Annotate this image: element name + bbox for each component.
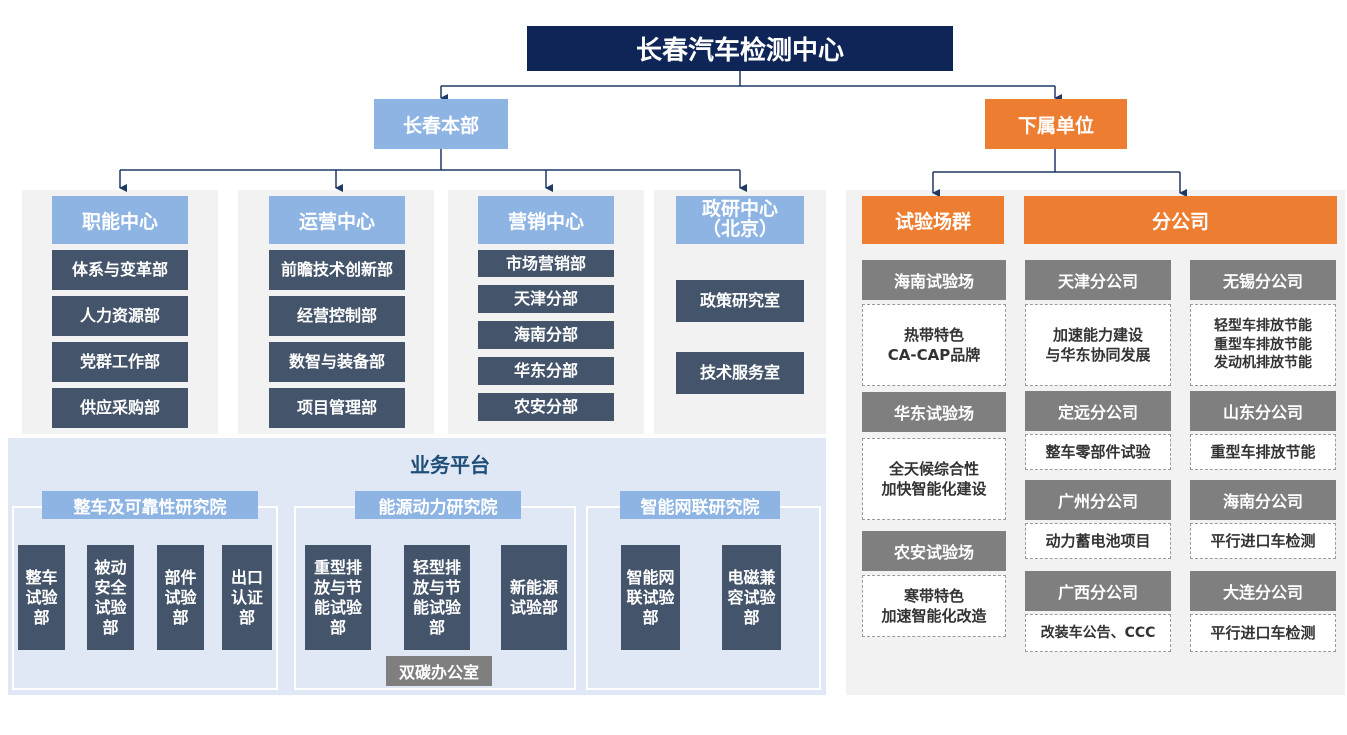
branch-name: 广西分公司 [1025, 571, 1171, 611]
branch-name: 天津分公司 [1025, 260, 1171, 300]
platform-title: 业务平台 [410, 452, 490, 477]
dept-item: 前瞻技术创新部 [269, 250, 405, 290]
branch-name: 山东分公司 [1190, 391, 1336, 431]
hq-box: 长春本部 [374, 99, 508, 149]
dept-item: 体系与变革部 [52, 250, 188, 290]
dept-item: 天津分部 [478, 285, 614, 313]
institute-vehicle: 整车及可靠性研究院 [42, 491, 258, 519]
proving-ground-desc: 热带特色 CA-CAP品牌 [862, 304, 1006, 386]
center-marketing: 营销中心 [478, 196, 614, 244]
branch-name: 广州分公司 [1025, 480, 1171, 520]
dept-item: 供应采购部 [52, 388, 188, 428]
center-operation: 运营中心 [269, 196, 405, 244]
dual-carbon-office: 双碳办公室 [386, 656, 492, 686]
dept-item: 华东分部 [478, 357, 614, 385]
dept-item: 市场营销部 [478, 250, 614, 277]
proving-ground-name: 农安试验场 [862, 531, 1006, 571]
branch-desc: 改装车公告、CCC [1025, 614, 1171, 652]
proving-ground-desc: 寒带特色 加速智能化改造 [862, 575, 1006, 637]
branch-desc: 动力蓄电池项目 [1025, 523, 1171, 559]
subsidiaries-box: 下属单位 [985, 99, 1127, 149]
branch-name: 无锡分公司 [1190, 260, 1336, 300]
test-dept: 整车 试验 部 [18, 545, 65, 650]
branch-name: 大连分公司 [1190, 571, 1336, 611]
dept-item: 政策研究室 [676, 280, 804, 322]
dept-item: 数智与装备部 [269, 342, 405, 382]
test-dept: 电磁兼 容试验 部 [722, 545, 781, 650]
test-dept: 新能源 试验部 [501, 545, 567, 650]
branch-desc: 加速能力建设 与华东协同发展 [1025, 304, 1171, 386]
branch-desc: 轻型车排放节能 重型车排放节能 发动机排放节能 [1190, 304, 1336, 386]
proving-ground-name: 海南试验场 [862, 260, 1006, 300]
proving-grounds-title: 试验场群 [862, 196, 1004, 244]
institute-energy: 能源动力研究院 [355, 491, 521, 519]
dept-item: 项目管理部 [269, 388, 405, 428]
center-policy: 政研中心 （北京） [676, 196, 804, 244]
dept-item: 海南分部 [478, 321, 614, 349]
branch-desc: 平行进口车检测 [1190, 523, 1336, 559]
org-title: 长春汽车检测中心 [527, 26, 953, 71]
test-dept: 部件 试验 部 [157, 545, 204, 650]
dept-item: 经营控制部 [269, 296, 405, 336]
branch-name: 海南分公司 [1190, 480, 1336, 520]
institute-intelligent: 智能网联研究院 [620, 491, 780, 519]
test-dept: 轻型排 放与节 能试验 部 [404, 545, 470, 650]
test-dept: 智能网 联试验 部 [621, 545, 680, 650]
branch-desc: 整车零部件试验 [1025, 434, 1171, 470]
branch-desc: 重型车排放节能 [1190, 434, 1336, 470]
proving-ground-desc: 全天候综合性 加快智能化建设 [862, 438, 1006, 520]
branch-desc: 平行进口车检测 [1190, 614, 1336, 652]
proving-ground-name: 华东试验场 [862, 392, 1006, 432]
test-dept: 重型排 放与节 能试验 部 [305, 545, 371, 650]
dept-item: 农安分部 [478, 393, 614, 421]
dept-item: 人力资源部 [52, 296, 188, 336]
dept-item: 技术服务室 [676, 352, 804, 394]
branch-name: 定远分公司 [1025, 391, 1171, 431]
dept-item: 党群工作部 [52, 342, 188, 382]
test-dept: 被动 安全 试验 部 [87, 545, 134, 650]
test-dept: 出口 认证 部 [222, 545, 272, 650]
center-functional: 职能中心 [52, 196, 188, 244]
branches-title: 分公司 [1024, 196, 1337, 244]
